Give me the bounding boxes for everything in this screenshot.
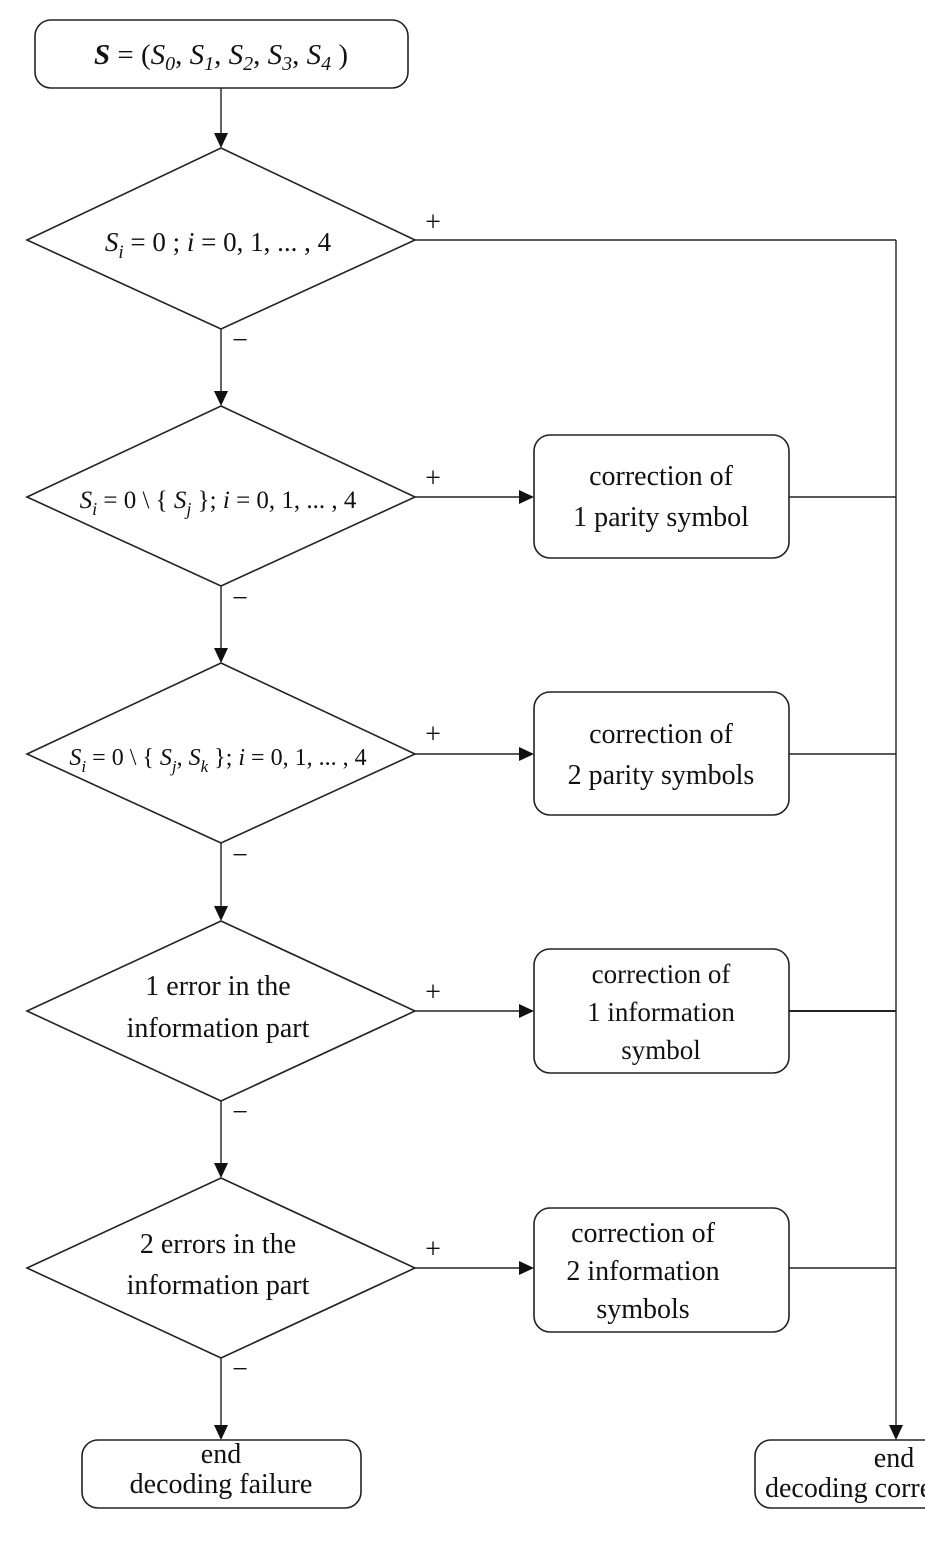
decision-two-info-errors xyxy=(25,1177,417,1359)
plus-label: + xyxy=(425,207,441,238)
decision-two-info-errors-line2: information part xyxy=(127,1270,310,1301)
box-correct-2-info xyxy=(533,1207,790,1333)
arrow-head xyxy=(519,1261,534,1275)
box-correct-1-parity xyxy=(533,434,790,559)
minus-label: − xyxy=(232,325,248,356)
decision-all-zero-label: Si = 0 ; i = 0, 1, ... , 4 xyxy=(105,227,332,263)
arrow-head xyxy=(214,1163,228,1178)
box-correct-2-parity xyxy=(533,691,790,816)
end-failure-line1: end xyxy=(201,1439,241,1470)
arrow-head xyxy=(214,648,228,663)
box-correct-2-info-line3: symbols xyxy=(596,1294,689,1325)
arrow-head xyxy=(214,391,228,406)
plus-label: + xyxy=(425,977,441,1008)
box-correct-2-parity-line1: correction of xyxy=(589,719,733,750)
plus-label: + xyxy=(425,1234,441,1265)
end-failure-box xyxy=(81,1439,362,1509)
decision-one-nonzero-label: Si = 0 \ { Sj }; i = 0, 1, ... , 4 xyxy=(80,487,357,519)
end-correct-line2: decoding correct xyxy=(765,1473,925,1504)
arrow-head xyxy=(519,1004,534,1018)
end-correct-box xyxy=(754,1439,925,1509)
arrow-head xyxy=(519,490,534,504)
box-correct-1-parity-line1: correction of xyxy=(589,461,733,492)
box-correct-1-info-line1: correction of xyxy=(592,959,731,989)
arrow-head xyxy=(519,747,534,761)
box-correct-2-parity-line2: 2 parity symbols xyxy=(568,760,755,791)
decision-one-info-error-line1: 1 error in the xyxy=(145,971,290,1002)
minus-label: − xyxy=(232,1097,248,1128)
decision-two-nonzero-label: Si = 0 \ { Sj, Sk }; i = 0, 1, ... , 4 xyxy=(69,745,366,776)
minus-label: − xyxy=(232,840,248,871)
start-label: S = (S0, S1, S2, S3, S4 ) xyxy=(94,39,348,75)
arrow-head xyxy=(889,1425,903,1440)
box-correct-1-info-line3: symbol xyxy=(621,1035,701,1065)
arrow-head xyxy=(214,1425,228,1440)
end-failure-line2: decoding failure xyxy=(130,1469,313,1500)
box-correct-1-info-line2: 1 information xyxy=(587,997,735,1027)
plus-label: + xyxy=(425,463,441,494)
plus-label: + xyxy=(425,719,441,750)
minus-label: − xyxy=(232,1354,248,1385)
decision-two-info-errors-line1: 2 errors in the xyxy=(140,1229,296,1260)
arrow-head xyxy=(214,906,228,921)
decision-one-info-error xyxy=(25,920,417,1102)
minus-label: − xyxy=(232,583,248,614)
box-correct-1-parity-line2: 1 parity symbol xyxy=(573,502,749,533)
arrow-head xyxy=(214,133,228,148)
decision-one-info-error-line2: information part xyxy=(127,1013,310,1044)
end-correct-line1: end xyxy=(874,1443,914,1474)
box-correct-2-info-line2: 2 information xyxy=(566,1256,719,1287)
box-correct-2-info-line1: correction of xyxy=(571,1218,715,1249)
